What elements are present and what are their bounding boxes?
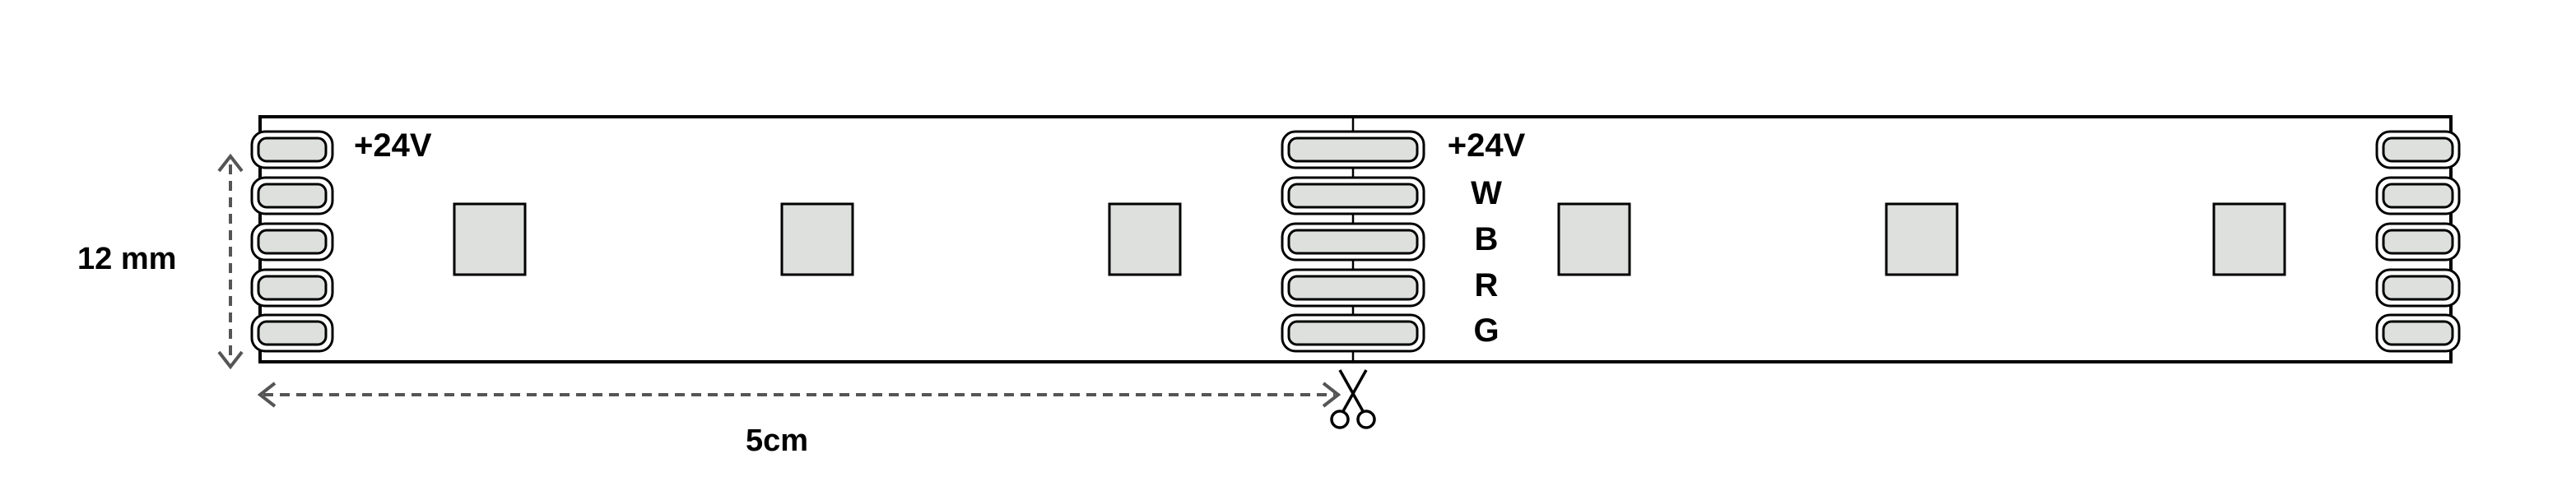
solder-pad: [1281, 130, 1425, 169]
channel-label-r: R: [1475, 267, 1499, 303]
solder-pad: [1281, 222, 1425, 262]
height-label: 12 mm: [77, 242, 176, 276]
led-chip: [780, 202, 854, 276]
solder-pad: [250, 130, 334, 169]
solder-pad: [250, 176, 334, 215]
led-chip: [453, 202, 527, 276]
led-chip: [2212, 202, 2286, 276]
solder-pad: [1281, 313, 1425, 353]
voltage-label-left: +24V: [354, 127, 432, 164]
led-chip: [1557, 202, 1631, 276]
solder-pad: [250, 222, 334, 262]
led-chip: [1885, 202, 1959, 276]
left-edge-pads: [250, 130, 334, 353]
solder-pad: [2375, 268, 2461, 308]
solder-pad: [1281, 268, 1425, 308]
channel-label-g: G: [1473, 312, 1499, 349]
channel-label-w: W: [1471, 175, 1502, 211]
right-edge-pads: [2375, 130, 2461, 353]
length-label: 5cm: [746, 424, 808, 458]
solder-pad: [1281, 176, 1425, 215]
height-dimension: [217, 153, 244, 370]
solder-pad: [2375, 222, 2461, 262]
solder-pad: [250, 313, 334, 353]
solder-pad: [2375, 313, 2461, 353]
solder-pad: [250, 268, 334, 308]
solder-pad: [2375, 130, 2461, 169]
channel-label-b: B: [1475, 221, 1499, 257]
voltage-label-right: +24V: [1448, 127, 1526, 164]
led-chip: [1108, 202, 1182, 276]
length-dimension: [257, 382, 1341, 408]
center-cut-pads: [1281, 130, 1425, 353]
solder-pad: [2375, 176, 2461, 215]
led-chips: [453, 202, 2286, 276]
scissors-icon: [1330, 369, 1376, 429]
